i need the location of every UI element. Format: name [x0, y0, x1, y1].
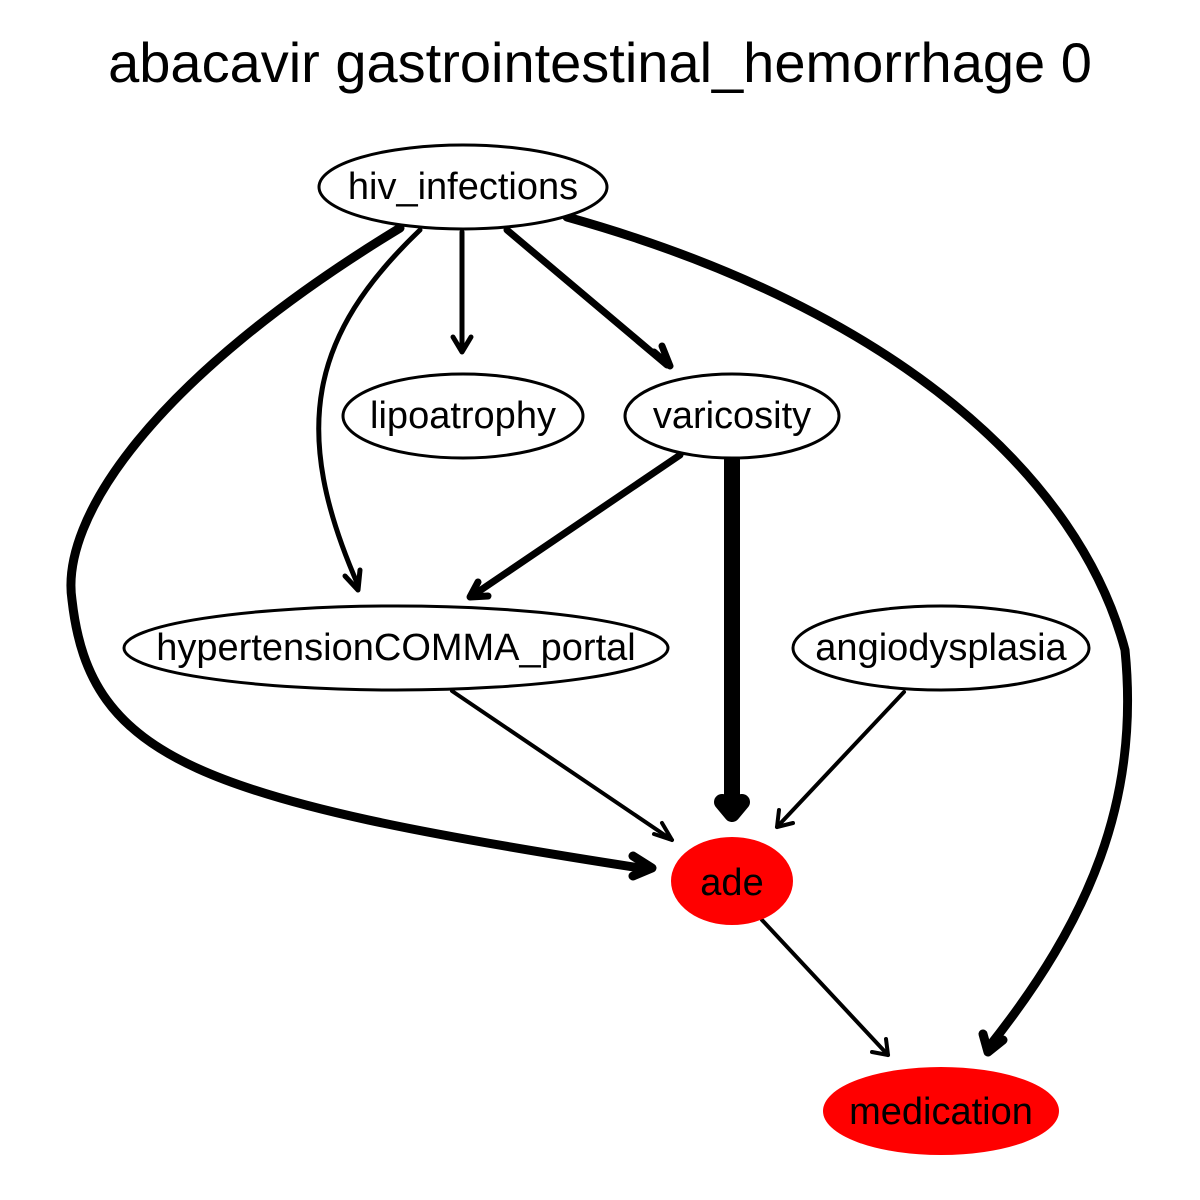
edge-hiv-infections-to-lipoatrophy	[450, 229, 474, 355]
edge-varicosity-to-ade	[714, 452, 750, 822]
nodes-group: hiv_infections lipoatrophy varicosity hy…	[122, 143, 1091, 1155]
node-label-angiodysplasia: angiodysplasia	[815, 627, 1067, 669]
edge-varicosity-to-hypertension-portal	[466, 451, 684, 601]
node-label-medication: medication	[849, 1091, 1033, 1133]
node-medication[interactable]: medication	[823, 1067, 1059, 1155]
node-label-varicosity: varicosity	[653, 395, 811, 437]
edges-group	[66, 212, 1133, 1057]
edge-hiv-infections-to-ade	[66, 223, 657, 881]
node-hiv-infections[interactable]: hiv_infections	[317, 143, 609, 231]
node-angiodysplasia[interactable]: angiodysplasia	[791, 604, 1091, 692]
node-label-hypertension-portal: hypertensionCOMMA_portal	[156, 627, 635, 669]
diagram-title: abacavir gastrointestinal_hemorrhage 0	[108, 31, 1092, 94]
node-varicosity[interactable]: varicosity	[623, 372, 841, 460]
node-label-ade: ade	[700, 862, 763, 904]
edge-angiodysplasia-to-ade	[775, 690, 906, 829]
node-lipoatrophy[interactable]: lipoatrophy	[341, 372, 585, 460]
node-ade[interactable]: ade	[671, 837, 793, 925]
node-hypertension-portal[interactable]: hypertensionCOMMA_portal	[122, 604, 670, 692]
node-label-lipoatrophy: lipoatrophy	[370, 395, 556, 437]
edge-hiv-infections-to-varicosity	[503, 226, 674, 370]
edge-hiv-infections-to-medication	[562, 212, 1133, 1057]
edge-hypertension-portal-to-ade	[450, 689, 674, 842]
edge-hiv-infections-to-hypertension-portal	[316, 227, 423, 593]
node-label-hiv-infections: hiv_infections	[348, 166, 578, 208]
edge-ade-to-medication	[760, 918, 890, 1057]
